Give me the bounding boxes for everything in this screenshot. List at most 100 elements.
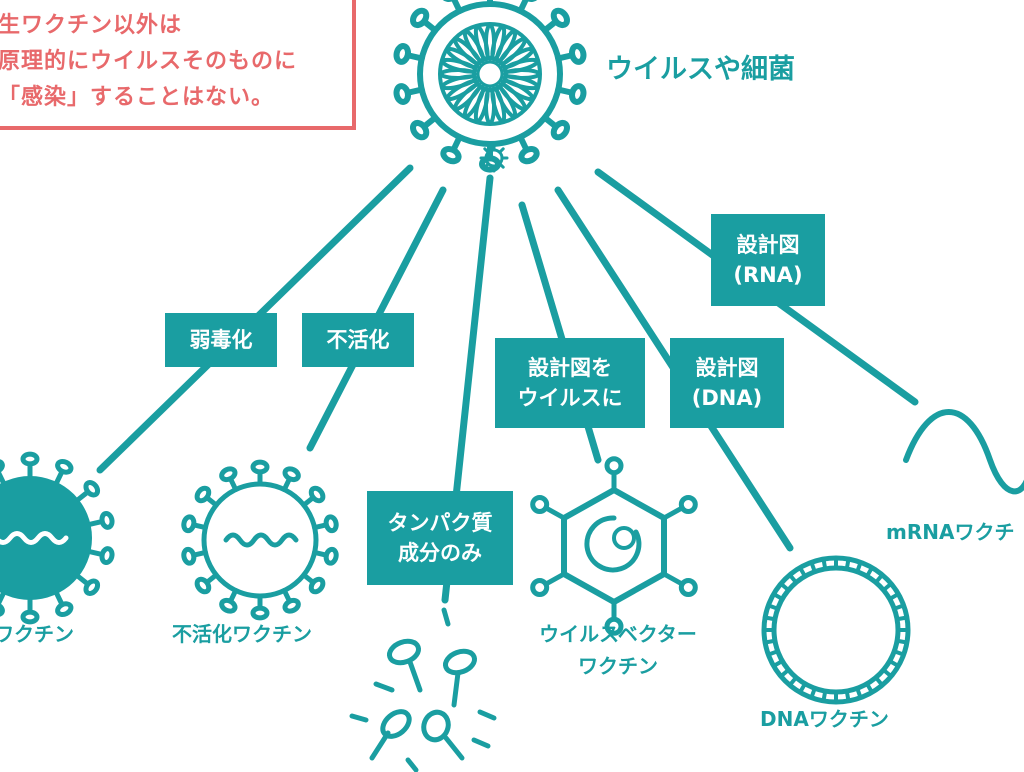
- dna-vaccine-label: DNAワクチン: [760, 707, 889, 731]
- dna-rung: [798, 566, 807, 578]
- gear-tooth: [498, 147, 505, 154]
- rna-label-line-1: 設計図: [736, 233, 800, 257]
- live-virus-spike-knob: [55, 601, 74, 618]
- live-virus-spike-knob: [99, 546, 115, 565]
- inactivated-virus-spike: [312, 549, 327, 558]
- inactivated-virus-spike-knob: [250, 459, 270, 475]
- live-virus-spike-knob: [55, 458, 74, 475]
- mrna-wave-icon: [903, 409, 1024, 495]
- rna-box: 設計図 (RNA): [711, 214, 825, 306]
- inactivated-virus-spike: [193, 522, 208, 531]
- viral-vector-label-line-2: ウイルスに: [517, 386, 623, 410]
- gear-tooth: [498, 162, 505, 169]
- dna-rung: [788, 573, 798, 584]
- main-virus-spike-knob: [409, 119, 430, 141]
- dna-rung: [874, 573, 884, 584]
- inactivated-virus-spike-knob: [194, 576, 212, 595]
- dna-rung: [764, 638, 776, 645]
- vector-spike: [543, 571, 567, 587]
- dna-label-line-2: (DNA): [691, 386, 763, 410]
- inactivated-virus-spike: [301, 496, 315, 508]
- live-virus-spike-knob: [0, 601, 5, 618]
- live-virus-spike-knob: [20, 609, 40, 625]
- main-virus-spike-knob: [440, 145, 462, 165]
- inactivation-label: 不活化: [326, 328, 390, 352]
- main-virus-spike: [422, 114, 439, 129]
- virus-petal: [473, 24, 490, 62]
- inactivated-virus-spike: [301, 572, 315, 584]
- live-virus-spike: [54, 470, 64, 485]
- live-virus-spike-knob: [20, 451, 40, 467]
- inactivated-virus-spike-knob: [219, 466, 238, 483]
- dna-rung: [798, 682, 807, 694]
- protein-box: タンパク質 成分のみ: [367, 491, 513, 585]
- live-virus-spike: [54, 591, 64, 606]
- dna-rung: [779, 582, 790, 592]
- inactivated-virus-spike: [281, 587, 292, 602]
- dna-rung: [896, 615, 908, 622]
- live-virus-spike-knob: [99, 511, 115, 530]
- viral-vector-vaccine-label-line-2: ワクチン: [578, 654, 658, 678]
- live-virus-spike: [87, 549, 103, 557]
- vector-spike-knob: [530, 495, 550, 514]
- vector-spike: [661, 571, 685, 587]
- dna-rung: [855, 687, 863, 699]
- main-virus-spike: [407, 86, 425, 96]
- viral-vector-label-line-1: 設計図を: [528, 356, 612, 380]
- inactivated-virus-spike: [205, 496, 219, 508]
- live-virus-spike-knob: [83, 578, 101, 597]
- live-virus-spike: [0, 470, 6, 485]
- main-virus-spike: [541, 19, 558, 34]
- main-virus-spike-knob: [569, 83, 587, 105]
- dna-rung: [821, 558, 828, 570]
- dna-rung: [893, 603, 905, 611]
- inactivated-virus-spike: [205, 572, 219, 584]
- dna-rung: [772, 592, 784, 601]
- gear-tooth: [483, 162, 490, 169]
- dna-rung: [767, 603, 779, 611]
- main-virus-spike: [541, 114, 558, 129]
- vector-spike: [661, 505, 685, 521]
- inactivated-virus-spike-knob: [323, 546, 339, 566]
- live-virus-spike-knob: [83, 479, 101, 498]
- dna-rung: [882, 582, 893, 592]
- dna-rung: [788, 676, 798, 687]
- inactivated-virus-spike-knob: [219, 597, 238, 614]
- dna-rung: [893, 649, 905, 657]
- main-virus-spike: [451, 134, 463, 151]
- viral-vector-box: 設計図を ウイルスに: [495, 338, 645, 428]
- live-virus-spike-knob: [0, 458, 5, 475]
- dna-rung: [844, 558, 851, 570]
- inactivated-virus-spike-knob: [181, 546, 197, 566]
- dna-rung: [809, 561, 817, 573]
- dna-rung: [865, 682, 874, 694]
- main-virus-spike: [517, 134, 529, 151]
- dna-rung: [821, 690, 828, 702]
- note-line-2: 原理的にウイルスそのものに: [0, 49, 298, 74]
- dna-rung: [874, 676, 884, 687]
- note-box: 生ワクチン以外は 原理的にウイルスそのものに 「感染」することはない。: [0, 0, 356, 130]
- vector-spike-knob: [530, 578, 550, 597]
- viral-vector-vaccine-label: ウイルスベクター ワクチン: [520, 618, 716, 682]
- main-virus-spike: [422, 19, 439, 34]
- main-virus-spike: [407, 52, 425, 62]
- vector-spike-knob: [678, 495, 698, 514]
- source-label: ウイルスや細菌: [606, 54, 795, 85]
- inactivated-vaccine-icon: [181, 459, 339, 621]
- inactivated-virus-spike: [228, 587, 239, 602]
- main-virus-spike-knob: [393, 43, 411, 65]
- inactivated-virus-spike-knob: [323, 514, 339, 534]
- dna-rung: [888, 592, 900, 601]
- vector-spike-knob: [604, 616, 624, 636]
- inactivated-virus-spike-knob: [181, 514, 197, 534]
- dna-rung: [865, 566, 874, 578]
- vector-spike-knob: [678, 578, 698, 597]
- mrna-vaccine-label: mRNAワクチ: [886, 520, 1015, 544]
- live-virus-spike: [0, 591, 6, 606]
- dna-box: 設計図 (DNA): [670, 338, 784, 428]
- viral-vector-icon: [530, 456, 698, 636]
- main-virus-spike: [517, 0, 529, 14]
- protein-label-line-1: タンパク質: [387, 511, 493, 535]
- main-virus-spike-knob: [550, 119, 571, 141]
- dna-rung: [809, 687, 817, 699]
